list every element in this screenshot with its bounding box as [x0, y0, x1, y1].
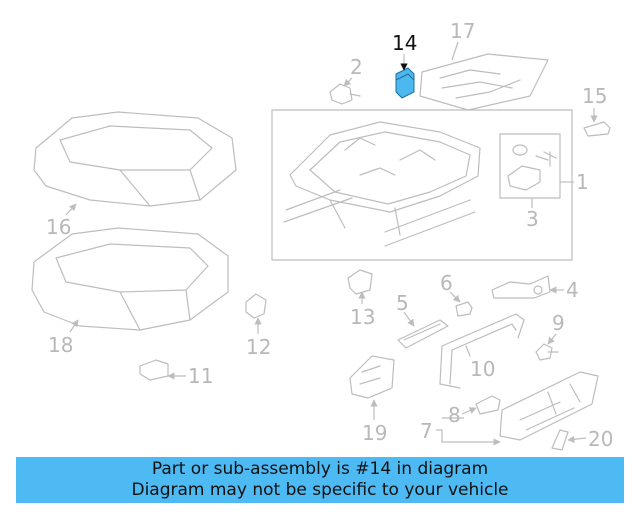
part-7-side-shield — [499, 371, 599, 441]
part-15-cap — [583, 121, 611, 137]
callout-13: 13 — [350, 305, 375, 329]
part-19-module — [349, 355, 395, 399]
callout-20: 20 — [588, 427, 613, 451]
part-2-clip — [329, 83, 361, 105]
callout-12: 12 — [246, 335, 271, 359]
part-8-clip — [475, 395, 501, 415]
callout-18: 18 — [48, 333, 73, 357]
part-6-cap — [455, 301, 473, 317]
part-9-bolt — [535, 343, 559, 361]
seat-cushion-16 — [33, 111, 237, 207]
callout-9: 9 — [552, 311, 565, 335]
part-13-bracket — [347, 269, 373, 295]
callout-2: 2 — [350, 55, 363, 79]
callout-16: 16 — [46, 215, 71, 239]
banner-line-2: Diagram may not be specific to your vehi… — [131, 480, 509, 500]
part-17-pad — [419, 53, 549, 111]
recliner-hardware-group — [499, 133, 561, 199]
part-20-cover — [551, 429, 569, 451]
info-banner-bg — [16, 457, 624, 503]
callout-10: 10 — [470, 357, 495, 381]
part-12-bracket — [245, 293, 267, 319]
callout-6: 6 — [440, 271, 453, 295]
callout-4: 4 — [566, 278, 579, 302]
seat-frame-assembly — [271, 109, 573, 261]
banner-line-1: Part or sub-assembly is #14 in diagram — [151, 459, 489, 479]
part-5-trim — [397, 319, 449, 349]
callout-17: 17 — [450, 19, 475, 43]
callout-1: 1 — [576, 170, 589, 194]
callout-8: 8 — [448, 403, 461, 427]
part-4-bracket — [491, 275, 551, 299]
part-14-highlighted — [395, 67, 415, 99]
callout-11: 11 — [188, 364, 213, 388]
callout-15: 15 — [582, 84, 607, 108]
callout-5: 5 — [396, 291, 409, 315]
callout-14: 14 — [392, 31, 417, 55]
callout-3: 3 — [526, 207, 539, 231]
part-10-cable — [439, 313, 525, 389]
part-11-cover — [139, 359, 169, 381]
callout-19: 19 — [362, 421, 387, 445]
callout-7: 7 — [420, 419, 433, 443]
seat-cushion-18 — [31, 227, 229, 331]
info-banner: Part or sub-assembly is #14 in diagram D… — [16, 457, 624, 503]
